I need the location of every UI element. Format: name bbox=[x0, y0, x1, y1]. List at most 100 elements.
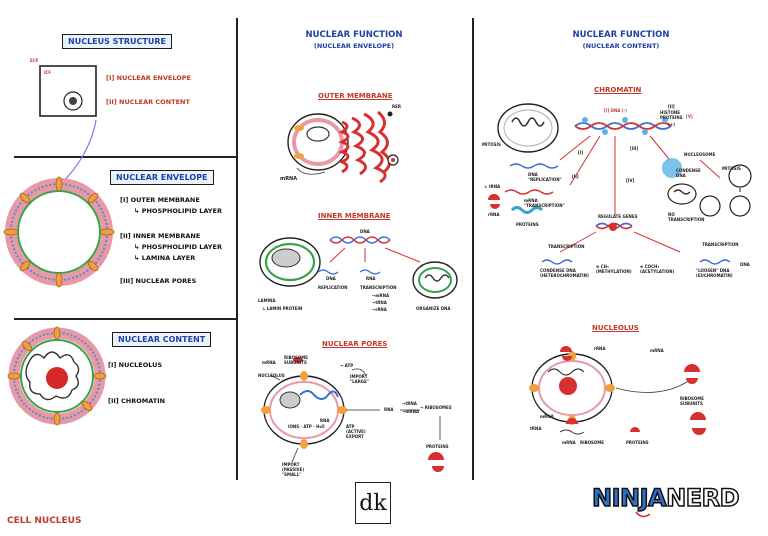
np-ribosome-large bbox=[428, 452, 444, 460]
chromatin-title: CHROMATIN bbox=[594, 86, 642, 94]
branch-5 bbox=[699, 159, 721, 179]
np-passive-line bbox=[291, 447, 299, 463]
replication-strand bbox=[317, 269, 339, 275]
nucleolus-title: NUCLEOLUS bbox=[592, 324, 639, 332]
organize-dna-loop bbox=[424, 274, 450, 282]
np-ribosome-small bbox=[432, 466, 444, 472]
chromatin-ribosome-top bbox=[488, 194, 500, 200]
nucleolus-dot bbox=[69, 97, 77, 105]
im-dna-label: DNA bbox=[360, 229, 370, 234]
im-arrow-left bbox=[329, 247, 346, 263]
im-rna-label: RNA bbox=[366, 276, 376, 281]
nucleus-structure-title: NUCLEUS STRUCTURE bbox=[62, 34, 172, 49]
chrom-dna-neg: [I] DNA (-) bbox=[604, 108, 628, 113]
structure-item-content: [II] NUCLEAR CONTENT bbox=[106, 98, 190, 106]
protein-chain bbox=[510, 206, 544, 214]
right-title-line2: (NUCLEAR CONTENT) bbox=[582, 42, 660, 50]
np-ions-label: IONS · ATP · H₂O bbox=[288, 424, 325, 429]
np-import-passive-label: IMPORT (PASSIVE) "SMALL" bbox=[282, 462, 305, 477]
replication-dna bbox=[509, 163, 559, 169]
np-import-large-label: IMPORT "LARGE" bbox=[350, 374, 369, 384]
env-item-lamina: ↳ LAMINA LAYER bbox=[134, 254, 196, 262]
np-rna-label: RNA bbox=[384, 407, 394, 412]
np-ribosome-on-mrna bbox=[566, 418, 578, 424]
np-atp-curve bbox=[351, 368, 367, 377]
organize-dna-label: ORGANIZE DNA bbox=[416, 306, 451, 311]
env-item-pores: [III] NUCLEAR PORES bbox=[120, 277, 197, 285]
content-item-chromatin: [II] CHROMATIN bbox=[108, 397, 166, 405]
chrom-mitosis-left: MITOSIS bbox=[482, 142, 501, 147]
nuc-mrna-2: mRNA bbox=[562, 440, 576, 445]
dk-logo: dk bbox=[355, 482, 391, 524]
im-lamina bbox=[264, 242, 316, 282]
chrom-iii: [III] bbox=[630, 146, 639, 151]
im-chromatin bbox=[271, 248, 301, 268]
divider-right bbox=[472, 18, 474, 480]
chrom-iv: [IV] bbox=[626, 178, 635, 183]
chrom-nucleosome: NUCLEOSOME bbox=[684, 152, 716, 157]
nucleolus-arrow bbox=[615, 379, 691, 393]
np-proteins-label: PROTEINS bbox=[426, 444, 449, 449]
icf-label: ICF bbox=[44, 70, 52, 75]
np-atp-label: → ATP bbox=[340, 363, 354, 368]
regulate-histone bbox=[609, 223, 617, 231]
chrom-rrna: rRNA bbox=[488, 212, 500, 217]
env-item-outer-layer: ↳ PHOSPHOLIPID LAYER bbox=[134, 207, 222, 215]
chromatin-squiggle bbox=[25, 351, 80, 401]
middle-title: NUCLEAR FUNCTION (NUCLEAR ENVELOPE) bbox=[294, 30, 414, 52]
right-title: NUCLEAR FUNCTION (NUCLEAR CONTENT) bbox=[556, 30, 686, 52]
acetyl-arrow bbox=[633, 231, 681, 253]
om-mrna-label: mRNA bbox=[280, 176, 298, 182]
chrom-condense: CONDENSE DNA bbox=[676, 168, 701, 178]
chrom-heterochromatin: CONDENSE DNA (HETEROCHROMATIN) bbox=[540, 268, 589, 278]
np-nucleolus bbox=[279, 391, 301, 409]
nucleolus-core bbox=[559, 377, 577, 395]
env-item-inner-layer: ↳ PHOSPHOLIPID LAYER bbox=[134, 243, 222, 251]
divider-left-2 bbox=[14, 318, 236, 320]
im-dna-small-label: DNA bbox=[326, 276, 336, 281]
np-ribosomes-label: → RIBOSOMES bbox=[420, 405, 452, 410]
middle-title-line2: (NUCLEAR ENVELOPE) bbox=[313, 42, 395, 50]
nuc-trna: tRNA bbox=[530, 426, 542, 431]
ninja-swoosh bbox=[635, 511, 651, 518]
np-import-line bbox=[269, 374, 281, 381]
nuc-ribosome: RIBOSOME bbox=[580, 440, 605, 445]
ecf-label: ECF bbox=[30, 58, 39, 63]
chrom-replication: DNA "REPLICATION" bbox=[528, 172, 562, 182]
om-pore-1 bbox=[294, 125, 304, 131]
chrom-acetylation: ⊕ COCH₃ (ACETYLATION) bbox=[640, 264, 675, 274]
lamin-protein-label: ↳ LAMIN PROTEIN bbox=[262, 306, 303, 311]
middle-title-line1: NUCLEAR FUNCTION bbox=[305, 30, 403, 40]
chrom-plus: (+) bbox=[668, 122, 676, 127]
chromatin-dna-coil bbox=[511, 117, 545, 127]
logo-nerd: NERD bbox=[665, 483, 740, 513]
rer-label: RER bbox=[392, 104, 401, 109]
methyl-arrow bbox=[559, 231, 597, 253]
chromatin-nucleus bbox=[497, 103, 559, 153]
transcription-rna bbox=[504, 189, 554, 195]
rna-list-rrna: →rRNA bbox=[372, 307, 387, 312]
mitosis-parent bbox=[728, 164, 752, 188]
np-dna bbox=[299, 390, 339, 400]
chromatin-dna-strand-b bbox=[574, 122, 672, 130]
mrna-line bbox=[296, 167, 326, 175]
histone-dots bbox=[582, 117, 668, 135]
nuclear-pores-title: NUCLEAR PORES bbox=[322, 340, 388, 348]
nucleolus-sub-bottom bbox=[562, 356, 572, 361]
replication-label: REPLICATION bbox=[318, 285, 348, 290]
nucleosome bbox=[662, 158, 682, 178]
nucleolus-chromatin bbox=[547, 368, 585, 376]
np-ribosome-subunits-label: RIBOSOME SUBUNITS bbox=[284, 355, 309, 365]
rna-list-trna: →tRNA bbox=[372, 300, 387, 305]
chrom-mitosis-right: MITOSIS bbox=[722, 166, 741, 171]
chrom-ii: [II] bbox=[668, 104, 675, 109]
organize-lamina bbox=[418, 267, 452, 293]
chrom-trna: ↳ tRNA bbox=[484, 184, 501, 189]
np-subunit bbox=[293, 357, 303, 363]
om-pore-2 bbox=[294, 153, 304, 159]
np-atp-export-label: ATP (ACTIVE) EXPORT bbox=[346, 424, 366, 439]
